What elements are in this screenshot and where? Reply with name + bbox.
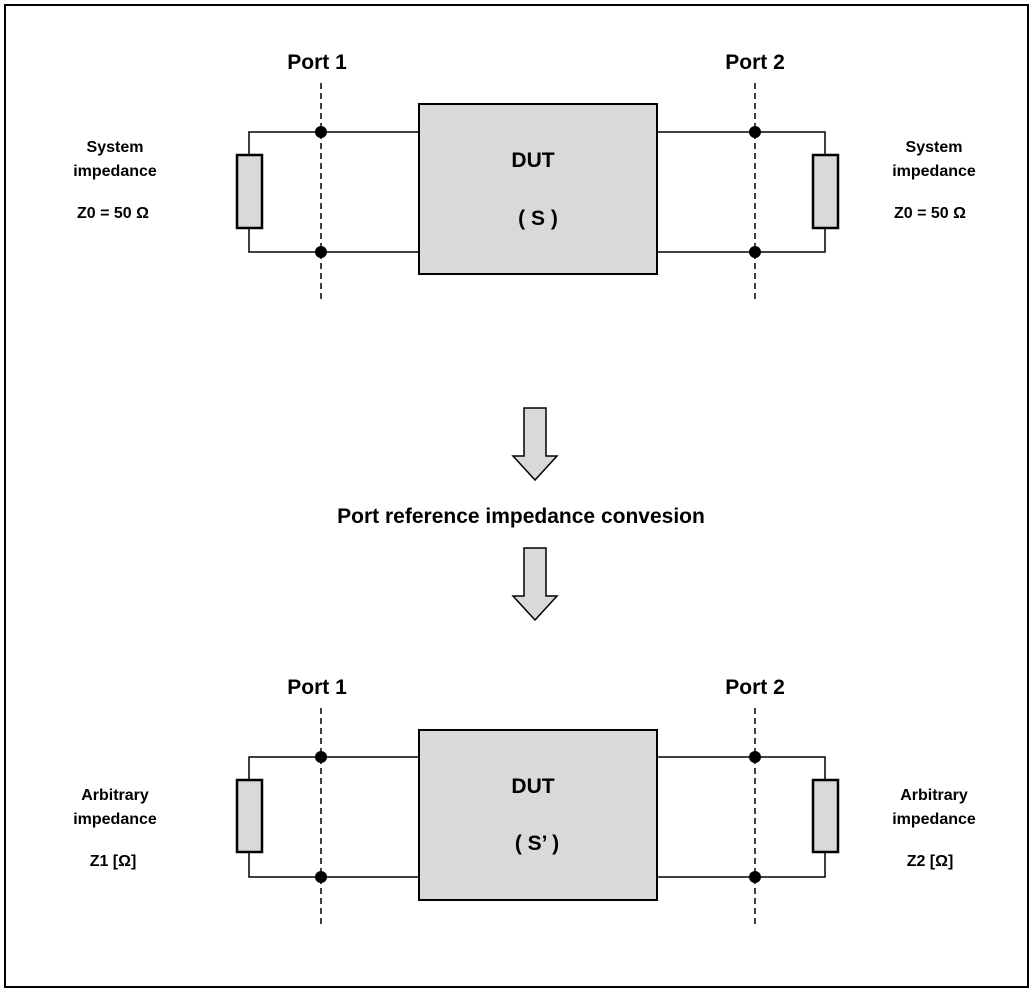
bottom-left-impedance-resistor <box>235 778 264 854</box>
down-arrow-upper <box>511 407 559 482</box>
top-right-impedance-line1: System <box>906 139 963 156</box>
top-port1-junction-lower <box>315 246 327 258</box>
top-right-impedance-resistor <box>811 153 840 230</box>
top-left-impedance-value: Z0 = 50 Ω <box>77 205 149 222</box>
bottom-left-impedance-value: Z1 [Ω] <box>90 853 137 870</box>
top-right-impedance-value: Z0 = 50 Ω <box>894 205 966 222</box>
bottom-port1-junction-lower <box>315 871 327 883</box>
top-left-impedance-line2: impedance <box>73 163 157 180</box>
bottom-port1-label: Port 1 <box>287 676 347 699</box>
top-right-wire-lower <box>657 228 826 253</box>
bottom-port2-junction-lower <box>749 871 761 883</box>
top-left-impedance-resistor <box>235 153 264 230</box>
bottom-left-impedance-line2: impedance <box>73 811 157 828</box>
top-right-impedance-line2: impedance <box>892 163 976 180</box>
top-port1-label: Port 1 <box>287 51 347 74</box>
bottom-left-wire-upper <box>248 756 419 780</box>
top-port2-junction-upper <box>749 126 761 138</box>
bottom-right-impedance-line2: impedance <box>892 811 976 828</box>
bottom-port2-junction-upper <box>749 751 761 763</box>
bottom-right-impedance-line1: Arbitrary <box>900 787 968 804</box>
top-port2-label: Port 2 <box>725 51 785 74</box>
bottom-dut-label: DUT <box>511 775 554 798</box>
bottom-right-impedance-resistor <box>811 778 840 854</box>
bottom-port2-label: Port 2 <box>725 676 785 699</box>
top-left-wire-upper <box>248 131 419 155</box>
top-left-impedance-line1: System <box>87 139 144 156</box>
bottom-circuit: Port 1 Port 2 DUT ( S’ ) Arbitrary imped… <box>73 676 976 925</box>
top-circuit: Port 1 Port 2 DUT ( S ) System impedance… <box>73 51 976 300</box>
top-port1-junction-upper <box>315 126 327 138</box>
conversion-label: Port reference impedance convesion <box>337 505 705 528</box>
bottom-right-impedance-value: Z2 [Ω] <box>907 853 954 870</box>
bottom-left-impedance-line1: Arbitrary <box>81 787 149 804</box>
top-dut-parameter: ( S ) <box>518 207 558 230</box>
down-arrow-lower <box>511 547 559 622</box>
bottom-right-wire-lower <box>657 852 826 878</box>
top-dut-box <box>418 103 658 275</box>
bottom-port1-junction-upper <box>315 751 327 763</box>
bottom-left-wire-lower <box>248 852 419 878</box>
bottom-right-wire-upper <box>657 756 826 780</box>
bottom-dut-box <box>418 729 658 901</box>
top-dut-label: DUT <box>511 149 554 172</box>
top-left-wire-lower <box>248 228 419 253</box>
bottom-dut-parameter: ( S’ ) <box>515 832 559 855</box>
conversion-section: Port reference impedance convesion <box>337 407 705 622</box>
top-port2-junction-lower <box>749 246 761 258</box>
top-right-wire-upper <box>657 131 826 155</box>
